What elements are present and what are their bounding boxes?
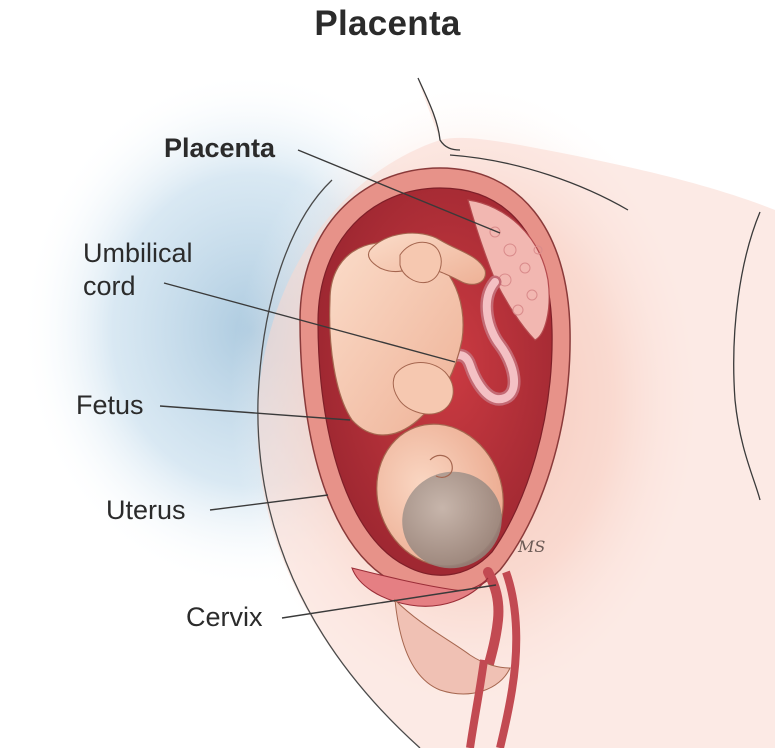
label-fetus: Fetus [76,389,144,422]
page-title: Placenta [0,4,775,44]
label-placenta: Placenta [164,132,275,165]
artist-signature: MS [517,537,545,556]
label-umbilical-cord-line1: Umbilical [83,237,193,270]
label-cervix: Cervix [186,601,263,634]
label-umbilical-cord-line2: cord [83,270,193,303]
label-umbilical-cord: Umbilical cord [83,237,193,303]
label-uterus: Uterus [106,494,186,527]
